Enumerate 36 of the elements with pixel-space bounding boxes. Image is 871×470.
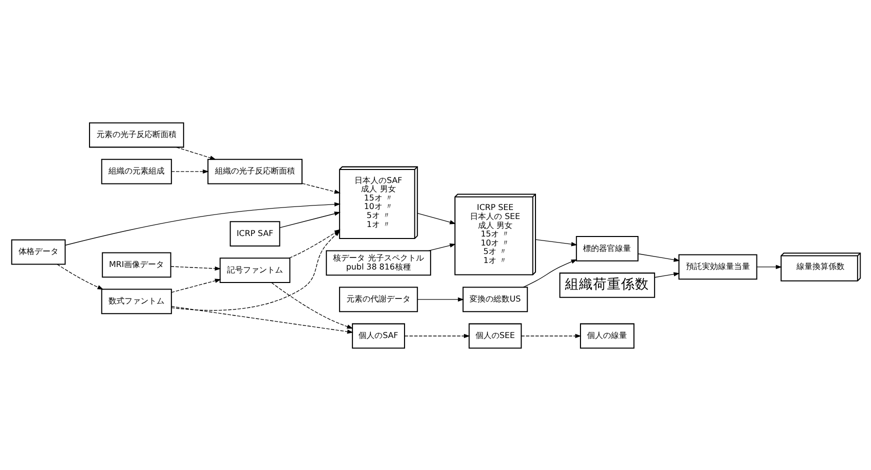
arrow [170, 168, 208, 174]
arrow [170, 278, 221, 292]
arrow [416, 296, 464, 302]
node-box: 個人のSEE [468, 322, 522, 348]
node-box: 元素の光子反応断面積 [88, 122, 184, 148]
arrow [756, 264, 782, 269]
node-box: 元素の代謝データ [338, 286, 418, 312]
node-box: 組織の光子反応断面積 [206, 158, 302, 184]
node-box: 預託実効線量当量 [678, 254, 757, 280]
node-box: 個人のSAF [351, 322, 405, 348]
arrow [176, 146, 216, 160]
arrow [270, 282, 353, 328]
arrow [278, 211, 340, 228]
node-box: 組織荷重係数 [558, 272, 655, 298]
node-box: MRI画像データ [101, 252, 171, 278]
node-box: ICRP SAF [229, 220, 280, 246]
node-box: 組織の元素組成 [100, 158, 172, 184]
node-box: 数式ファントム [100, 288, 172, 314]
arrow [428, 242, 456, 251]
arrow [520, 333, 581, 338]
node-box: 体格データ [10, 238, 66, 264]
node-box: 個人の線量 [579, 322, 634, 348]
arrow [534, 238, 577, 246]
arrow [522, 258, 577, 288]
arrow [404, 333, 470, 338]
arrow [56, 263, 104, 290]
node-box: 核データ 光子スペクトル publ 38 816核種 [325, 250, 431, 276]
node-box: 標的器官線量 [575, 236, 638, 261]
arrow [170, 306, 353, 334]
arrow [301, 182, 340, 194]
node-box: 変換の総数US [462, 286, 528, 312]
arrow [637, 252, 680, 262]
arrow [654, 272, 680, 278]
arrow [170, 266, 220, 270]
node-box: 記号ファントム [219, 257, 290, 283]
arrow [416, 212, 456, 224]
